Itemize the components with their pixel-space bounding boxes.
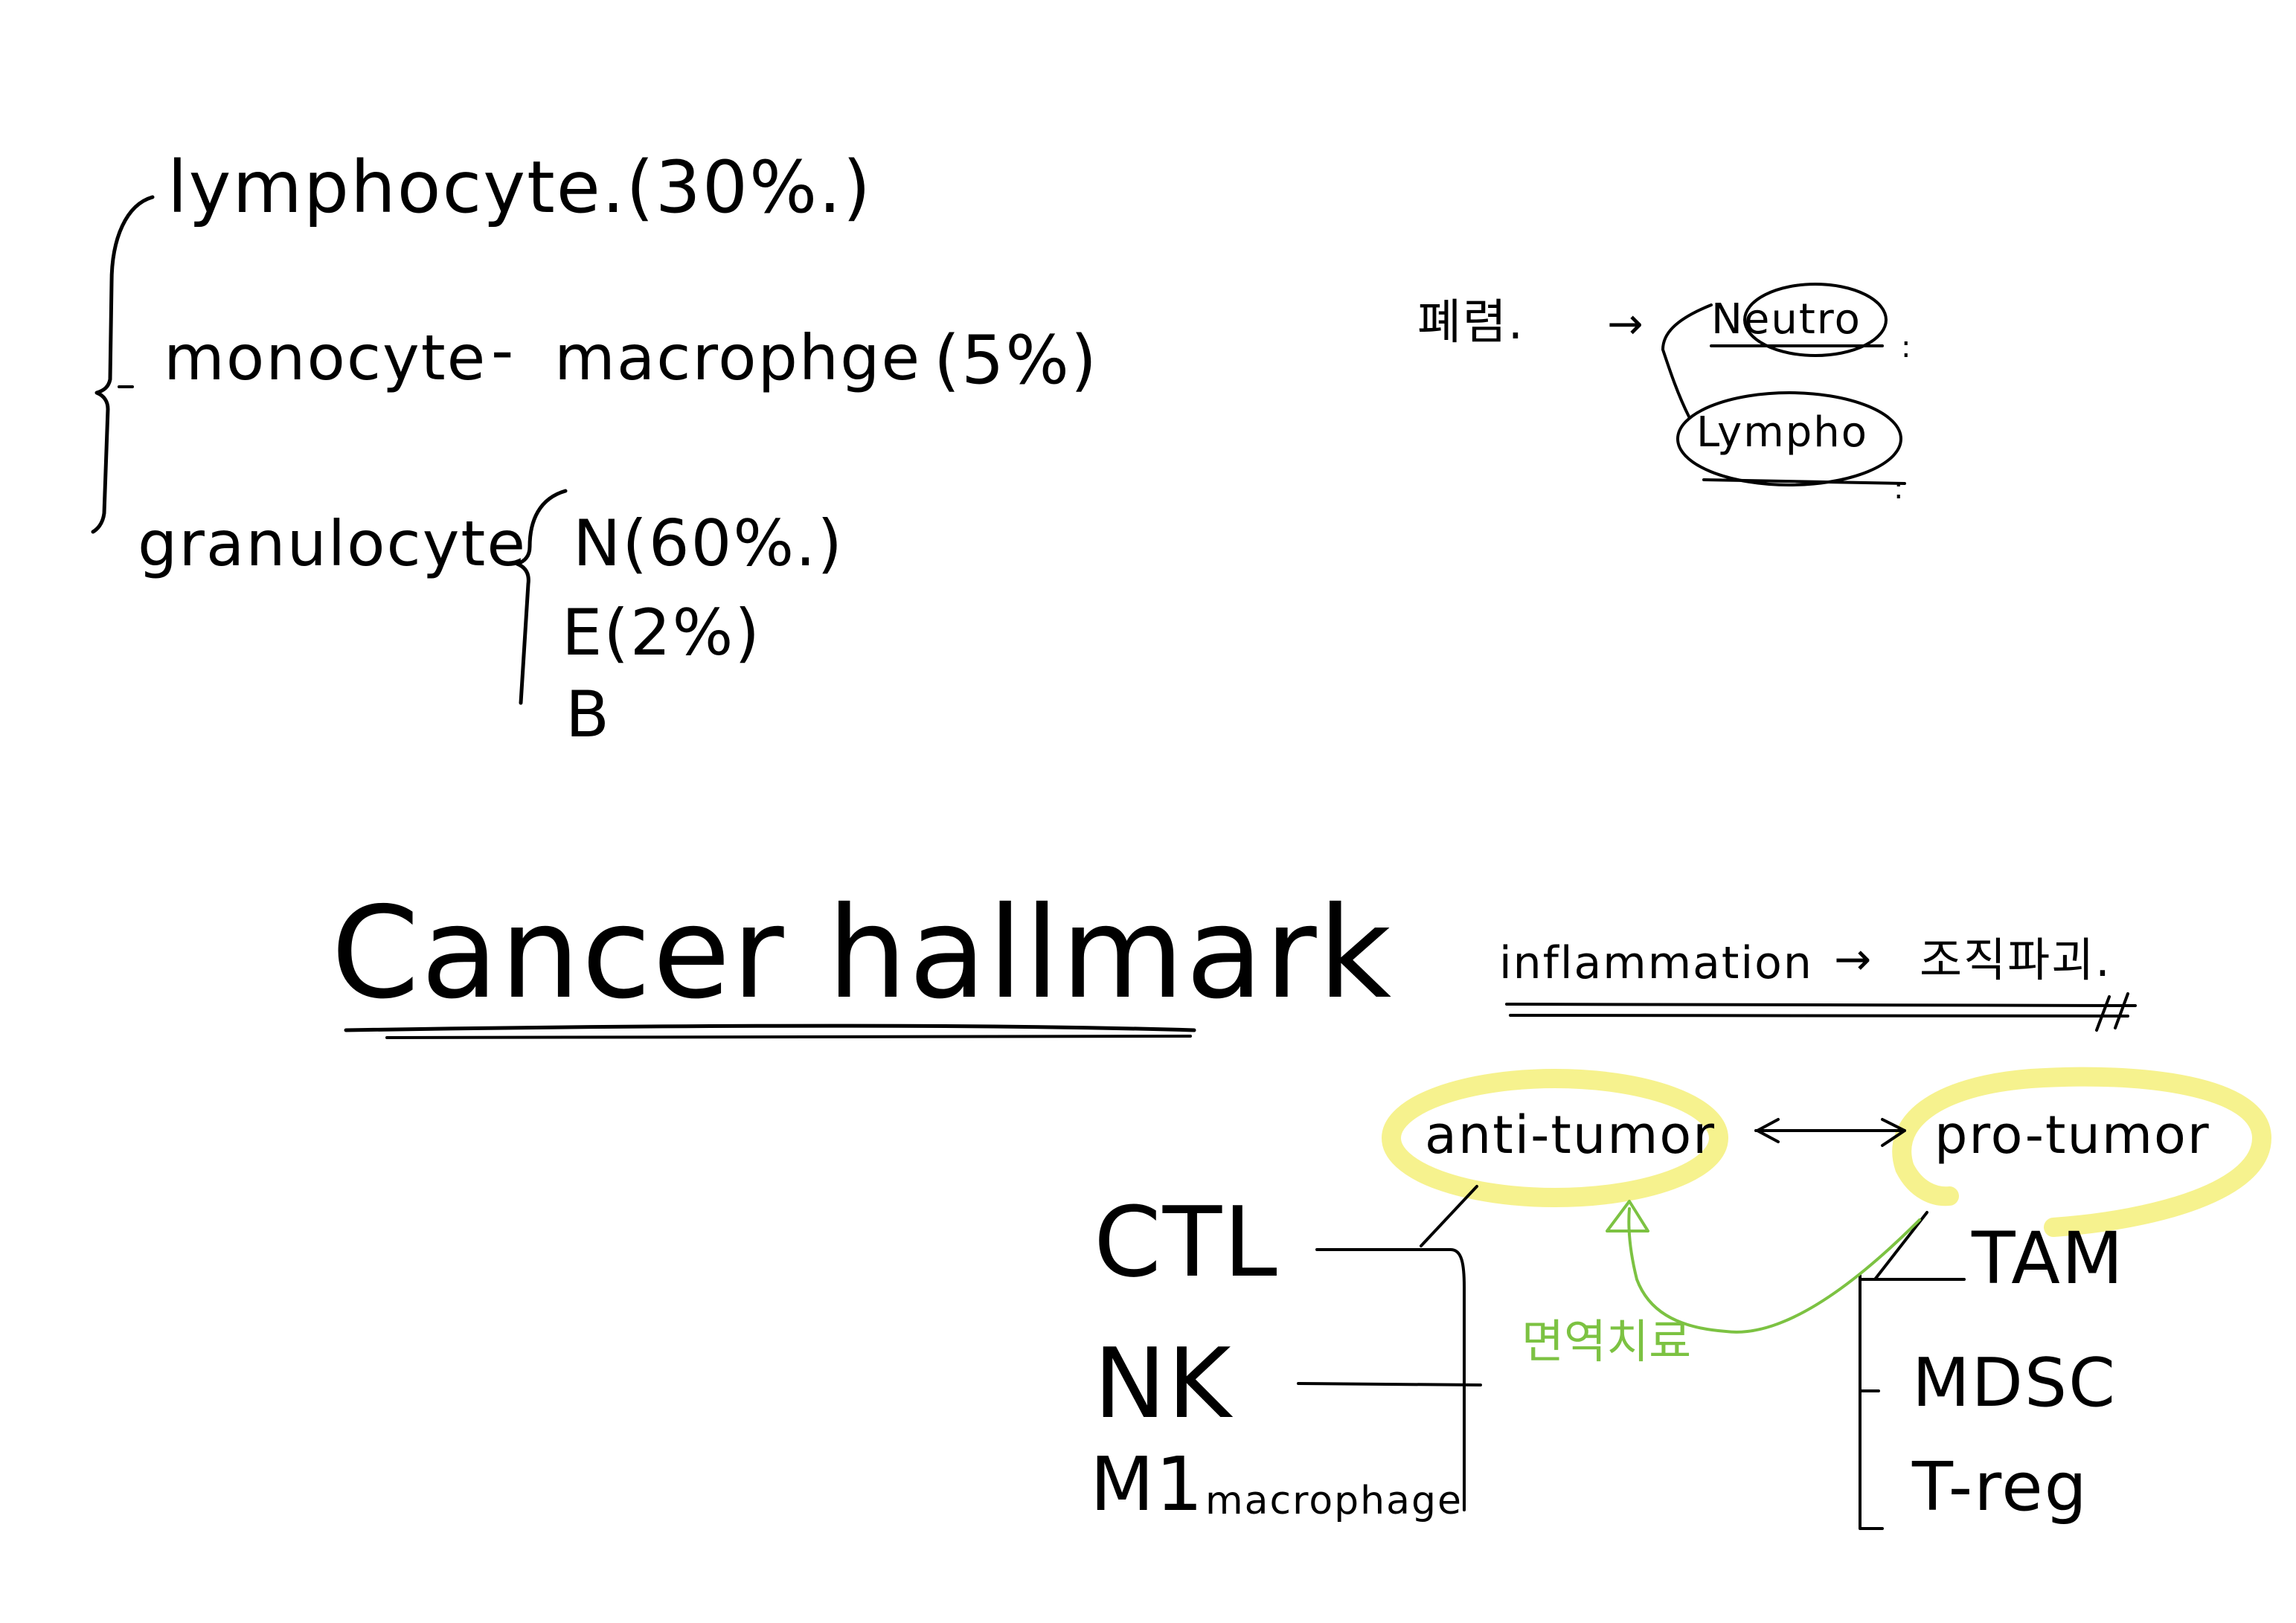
neutro-circle [1743, 283, 1888, 357]
leukocyte-section: lymphocyte.(30%.) monocyte - macrophge (… [91, 146, 1098, 752]
mdsc-label: MDSC [1912, 1344, 2117, 1422]
lymphocyte-label: lymphocyte.(30%.) [167, 146, 872, 229]
neutro-label: Neutro [1711, 295, 1862, 344]
pro-tumor-label: pro-tumor [1934, 1105, 2210, 1166]
immunotherapy-label: 면역치료 [1521, 1314, 1691, 1369]
ctl-label: CTL [1094, 1186, 1279, 1299]
monocyte-percent: (5%) [934, 321, 1098, 399]
tumor-section: anti-tumor pro-tumor CTL NK M1 macrophag… [1090, 1067, 2272, 1530]
pneumonia-brace [1661, 303, 1713, 418]
tam-label: TAM [1971, 1217, 2125, 1300]
pneumonia-section: 폐렴. → Neutro Lympho : : [1417, 283, 1912, 506]
page-title: Cancer hallmark [331, 880, 1393, 1027]
monocyte-dash: - [491, 314, 515, 387]
monocyte-label: monocyte [164, 321, 487, 394]
basophil-label: B [565, 678, 611, 752]
therapy-arrow-head [1606, 1200, 1649, 1232]
inflammation-arrow: → [1834, 933, 1873, 986]
therapy-arrow-curve [1627, 1207, 1921, 1334]
treg-label: T-reg [1911, 1448, 2088, 1526]
macrophage-label: macrophge [554, 321, 921, 394]
nk-label: NK [1094, 1327, 1233, 1440]
lympho-circle [1676, 391, 1902, 486]
anti-tumor-link [1420, 1185, 1478, 1247]
inflammation-label: inflammation [1499, 937, 1813, 989]
tissue-destruction-label: 조직파괴. [1920, 933, 2111, 987]
eosinophil-percent: E(2%) [562, 596, 761, 670]
inflammation-underline-2 [1509, 1014, 2129, 1018]
pro-tumor-bracket [1859, 1274, 1966, 1530]
inflammation-section: inflammation → 조직파괴. [1499, 933, 2137, 1032]
lympho-label: Lympho [1696, 408, 1868, 457]
tumor-arrow-right-head [1881, 1118, 1906, 1147]
neutrophil-percent: N(60%.) [573, 507, 844, 581]
inflammation-underline-1 [1505, 1003, 2137, 1007]
title-section: Cancer hallmark [331, 880, 1393, 1039]
granulocyte-brace [515, 489, 568, 705]
neutro-dots: : [1901, 330, 1912, 364]
pro-tumor-highlight [1892, 1067, 2272, 1237]
nk-connector [1297, 1382, 1482, 1386]
title-underline-2 [385, 1035, 1192, 1039]
pro-tumor-link [1873, 1211, 1928, 1281]
leukocyte-brace [91, 195, 155, 534]
lympho-dots: : [1893, 472, 1905, 506]
anti-tumor-bracket [1315, 1248, 1466, 1511]
pneumonia-arrow: → [1607, 298, 1645, 349]
anti-tumor-label: anti-tumor [1425, 1105, 1716, 1166]
tumor-arrow-left-head [1756, 1118, 1780, 1143]
pneumonia-label: 폐렴. [1417, 295, 1524, 350]
macrophage-cell-label: macrophage [1205, 1479, 1463, 1523]
granulocyte-label: granulocyte [138, 507, 527, 580]
m1-label: M1 [1090, 1441, 1205, 1528]
anti-tumor-highlight [1382, 1069, 1728, 1207]
lympho-underline [1702, 478, 1906, 485]
double-slash [2095, 992, 2129, 1032]
title-underline [344, 1023, 1196, 1032]
